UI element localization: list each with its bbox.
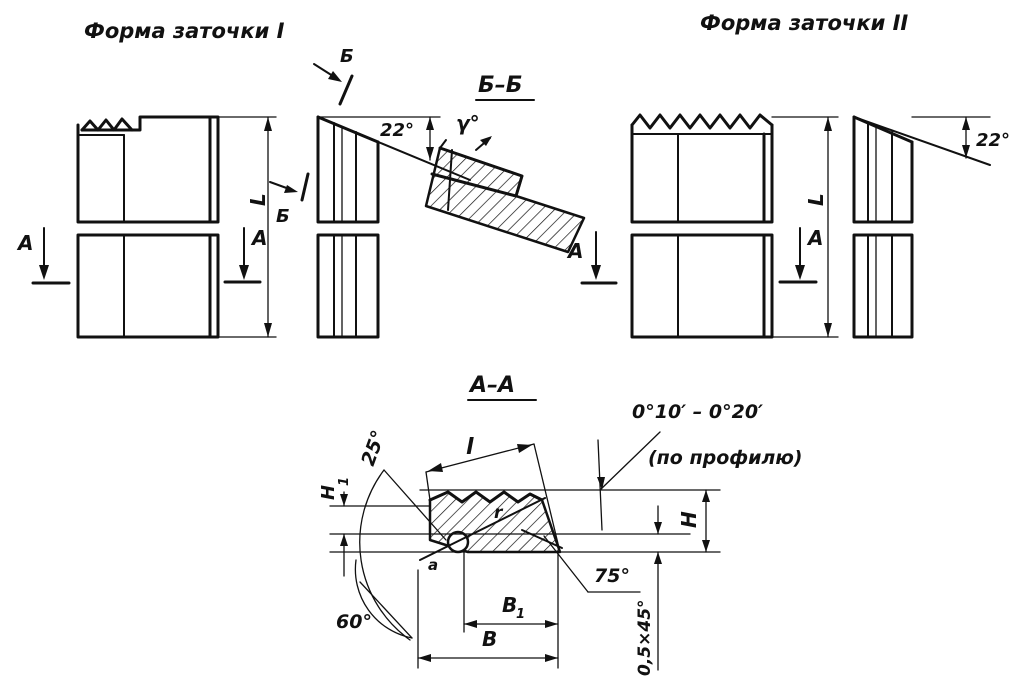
- dim-l: l: [466, 435, 474, 460]
- label-r: r: [494, 503, 504, 523]
- angle-gamma: γ°: [456, 111, 480, 135]
- section-aa-title: А–А: [468, 373, 515, 398]
- dim-H: H: [677, 511, 701, 528]
- section-b-side-label: Б: [276, 206, 290, 227]
- dim-B1: B: [502, 593, 517, 617]
- form2-front-view: L А: [630, 113, 839, 339]
- angle-22-form2: 22°: [976, 130, 1010, 151]
- dim-H1: H: [318, 485, 339, 500]
- angle-60: 60°: [336, 611, 372, 633]
- dim-L-form2: L: [804, 193, 828, 206]
- label-a: a: [428, 556, 438, 574]
- dim-B1-sub: 1: [516, 607, 525, 622]
- section-bb-title: Б–Б: [478, 73, 523, 98]
- section-a-right-label: А: [250, 226, 267, 250]
- section-a-form2-label: А: [806, 226, 823, 250]
- angle-profile: 0°10′ – 0°20′: [632, 401, 763, 423]
- form1-front-view: L А А: [16, 115, 277, 339]
- profile-note: (по профилю): [648, 447, 803, 469]
- section-b-top-label: Б: [340, 46, 354, 67]
- dim-chamfer: 0,5×45°: [635, 599, 655, 676]
- form2-side-view: 22°: [852, 115, 1010, 339]
- angle-75: 75°: [594, 565, 630, 587]
- section-a-left-label: А: [16, 231, 33, 255]
- section-bb: Б–Б γ° А: [424, 73, 618, 285]
- title-form-1: Форма заточки I: [84, 19, 285, 43]
- section-aa: А–А l 25° 60° H 1: [318, 373, 803, 676]
- dim-L-form1: L: [246, 193, 270, 206]
- dim-B: B: [482, 627, 497, 651]
- title-form-2: Форма заточки II: [700, 11, 908, 35]
- dim-H1-sub: 1: [337, 477, 352, 486]
- angle-22-form1: 22°: [380, 120, 414, 141]
- angle-25: 25°: [357, 427, 390, 468]
- section-a-mid-label: А: [566, 239, 583, 263]
